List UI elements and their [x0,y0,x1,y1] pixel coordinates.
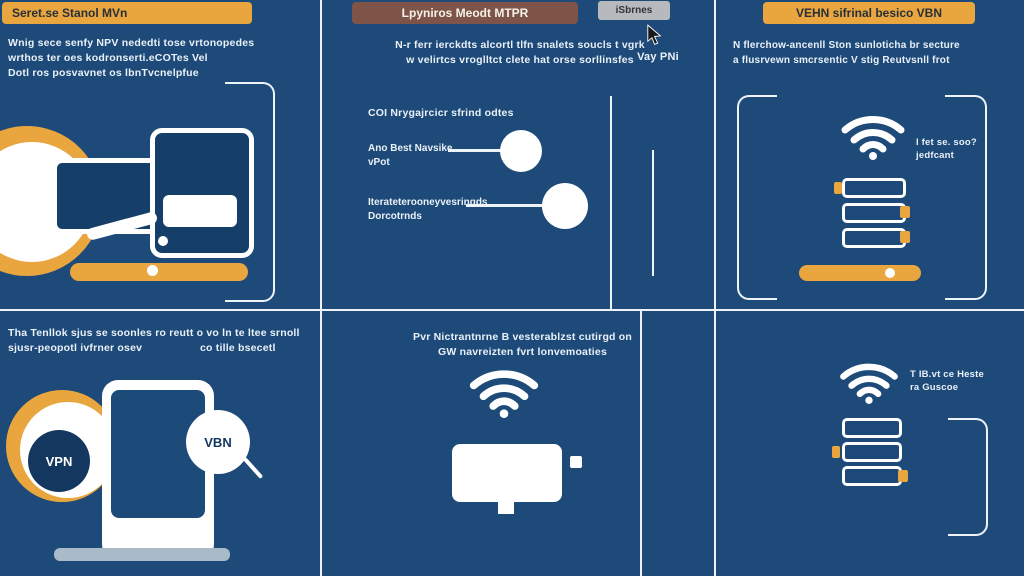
bracket-top-right-close [945,95,987,300]
progress-knob [885,268,895,278]
bottom-right-note-line-2: ra Guscoe [910,382,959,393]
divider-vertical-right [714,0,716,576]
vbn-bubble: VBN [186,410,250,474]
connector-line-bottom-mid [640,311,642,576]
vpn-badge: VPN [28,430,90,492]
node-circle-1 [500,130,542,172]
tab-isbrnes-label: iSbrnes [615,5,653,16]
bottom-bar-graphic [54,548,230,561]
bottom-middle-line-1: Pvr Nictrantnrne B vesterablzst cutirgd … [412,331,633,343]
list-item-1-line-2: vPot [368,157,390,168]
list-item: Ano Best Navsike vPot [368,142,478,170]
connector-line-mid-b [652,150,654,276]
server-accent [832,446,840,458]
bracket-top-right-open [737,95,777,300]
magnifier-handle [242,457,264,479]
top-right-note: I fet se. soo? jedfcant [916,136,986,162]
wifi-icon [468,366,540,418]
list-item-2-line-2: Dorcotrnds [368,211,422,222]
wifi-icon [840,112,906,160]
server-row [842,418,902,438]
monitor-stand [498,502,514,514]
vay-pni-label: Vay PNi [637,51,679,63]
connector-item-1 [448,149,504,152]
bottom-left-paragraph: Tha Tenllok sjus se soonles ro reutt o v… [8,326,328,356]
divider-horizontal [0,309,1024,311]
top-right-note-line-2: jedfcant [916,150,955,161]
bottom-left-line-1: Tha Tenllok sjus se soonles ro reutt o v… [8,327,300,339]
server-accent [900,231,910,243]
monitor-icon [452,444,562,502]
monitor-accessory-square [570,456,582,468]
progress-bar [799,265,921,281]
server-accent [834,182,842,194]
stylus-tip-dot [158,236,168,246]
server-accent [900,206,910,218]
tablet-icon [150,128,254,258]
tablet-screen [163,195,237,227]
progress-knob [147,265,158,276]
list-item-2-line-1: Iterateterooneyvesringds [368,197,488,208]
top-right-paragraph: N flerchow-ancenll Ston sunloticha br se… [733,38,998,68]
header-top-middle-label: Lpyniros Meodt MTPR [401,6,529,20]
top-left-paragraph: Wnig sece senfy NPV nededti tose vrtonop… [8,36,308,81]
top-left-line-1: Wnig sece senfy NPV nededti tose vrtonop… [8,37,255,49]
progress-bar [70,263,248,281]
node-circle-2 [542,183,588,229]
bottom-left-line-2: sjusr-peopotl ivfrner osev [8,342,143,354]
header-top-left-label: Seret.se Stanol MVn [12,6,128,20]
vbn-bubble-label: VBN [204,434,232,450]
top-left-line-2: wrthos ter oes kodronserti.eCOTes Vel [8,52,208,64]
bottom-middle-paragraph: Pvr Nictrantnrne B vesterablzst cutirgd … [335,330,710,360]
server-row [842,442,902,462]
connector-line-mid-a [610,96,612,309]
bracket-bottom-right [948,418,988,536]
header-top-right-label: VEHN sifrinal besico VBN [795,6,943,20]
phone-icon [102,380,214,560]
server-row [842,466,902,486]
bottom-right-note-line-1: T IB.vt ce Heste [910,369,984,380]
top-left-line-3: Dotl ros posvavnet os lbnTvcnelpfue [8,67,199,79]
list-item-1-line-1: Ano Best Navsike [368,143,453,154]
top-right-note-line-1: I fet se. soo? [916,137,977,148]
header-top-middle: Lpyniros Meodt MTPR [352,2,578,24]
bottom-right-note: T IB.vt ce Heste ra Guscoe [910,368,990,394]
top-right-line-2: a flusrvewn smcrsentic V stig Reutvsnll … [733,55,950,66]
header-top-left: Seret.se Stanol MVn [2,2,252,24]
top-middle-paragraph: N-r ferr ierckdts alcortl tlfn snalets s… [330,38,710,68]
list-item: Iterateterooneyvesringds Dorcotrnds [368,196,498,224]
top-middle-subheading: COI Nrygajrcicr sfrind odtes [368,107,514,119]
top-middle-line-2: w velirtcs vroglltct clete hat orse sorl… [406,54,634,66]
bottom-middle-line-2: GW navreizten fvrt lonvemoaties [438,346,607,358]
header-top-right: VEHN sifrinal besico VBN [763,2,975,24]
server-accent [898,470,908,482]
vpn-badge-label: VPN [45,453,73,469]
bracket-top-left [225,82,275,302]
tab-isbrnes: iSbrnes [598,1,670,20]
top-middle-line-1: N-r ferr ierckdts alcortl tlfn snalets s… [395,39,645,51]
server-row [842,178,906,198]
bottom-left-side-note: co tille bsecetl [200,342,276,354]
top-right-line-1: N flerchow-ancenll Ston sunloticha br se… [733,40,960,51]
server-row [842,203,906,223]
server-row [842,228,906,248]
wifi-icon [838,360,900,404]
cursor-icon [646,24,664,46]
connector-item-2 [466,204,548,207]
divider-vertical-left [320,0,322,576]
